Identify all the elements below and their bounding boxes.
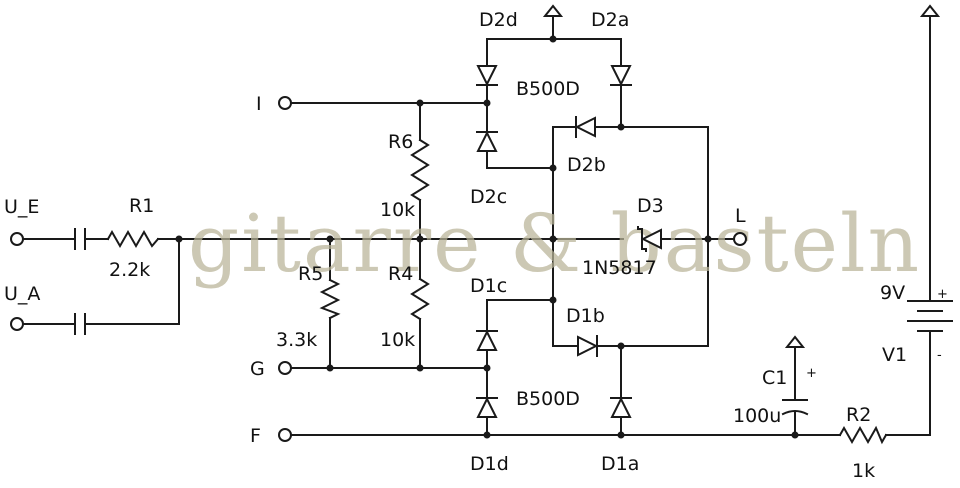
label-d1c: D1c: [470, 275, 507, 297]
input-capacitor-ue: [74, 228, 86, 250]
resistor-r2-symbol: [838, 425, 888, 445]
label-c1-name: C1: [762, 367, 787, 389]
label-v1-minus: -: [937, 348, 942, 363]
watermark-text: gitarre & basteln: [188, 197, 921, 290]
label-g: G: [250, 358, 265, 380]
resistor-r6-symbol: [410, 138, 430, 202]
label-b500d-lower: B500D: [516, 388, 580, 410]
label-f: F: [250, 425, 261, 447]
diode-d1c-symbol: [476, 329, 498, 351]
label-d2a: D2a: [591, 9, 629, 31]
label-u-a: U_A: [4, 283, 40, 305]
label-v1-name: V1: [882, 344, 907, 366]
battery-v1-symbol: [907, 300, 953, 353]
label-d2b: D2b: [567, 154, 606, 176]
label-c1-value: 100u: [733, 405, 781, 427]
diode-d2b-symbol: [574, 116, 596, 138]
label-d3-name: D3: [637, 195, 664, 217]
diode-d3-symbol: [637, 226, 662, 252]
label-r2-name: R2: [846, 404, 871, 426]
capacitor-c1-symbol: [781, 399, 809, 416]
supply-arrow-bridge-icon: [542, 4, 564, 17]
supply-arrow-c1-icon: [784, 335, 806, 348]
junction-dots: [175, 35, 799, 439]
label-v1-value: 9V: [880, 282, 905, 304]
label-v1-plus: +: [937, 287, 948, 302]
label-l: L: [735, 205, 746, 227]
label-d1a: D1a: [601, 453, 639, 475]
label-d2d: D2d: [479, 9, 518, 31]
terminal-i: [278, 96, 292, 110]
label-c1-polarity: +: [806, 366, 817, 381]
terminal-g: [278, 361, 292, 375]
label-r2-value: 1k: [852, 460, 875, 482]
label-r4-name: R4: [388, 263, 413, 285]
label-i: I: [256, 93, 262, 115]
diode-d1d-symbol: [476, 396, 498, 418]
terminal-u-a: [10, 317, 24, 331]
diode-d1b-symbol: [577, 335, 599, 357]
label-b500d-upper: B500D: [516, 78, 580, 100]
label-d2c: D2c: [470, 186, 507, 208]
resistor-r1-symbol: [106, 229, 160, 249]
diode-d2c-symbol: [476, 130, 498, 152]
label-r4-value: 10k: [380, 329, 415, 351]
label-d1b: D1b: [566, 305, 605, 327]
diode-d1a-symbol: [610, 396, 632, 418]
label-u-e: U_E: [4, 196, 39, 218]
label-r1-value: 2.2k: [109, 259, 150, 281]
supply-arrow-battery-icon: [919, 4, 941, 17]
terminal-l: [733, 232, 747, 246]
terminal-u-e: [10, 232, 24, 246]
terminal-f: [278, 428, 292, 442]
label-d1d: D1d: [470, 453, 509, 475]
label-r5-value: 3.3k: [276, 329, 317, 351]
input-capacitor-ua: [74, 313, 86, 335]
label-r6-name: R6: [388, 131, 413, 153]
diode-d2d-symbol: [476, 65, 498, 87]
label-r1-name: R1: [129, 195, 154, 217]
label-d3-value: 1N5817: [582, 257, 657, 279]
label-r5-name: R5: [298, 263, 323, 285]
diode-d2a-symbol: [610, 65, 632, 87]
label-r6-value: 10k: [380, 199, 415, 221]
resistor-r5-symbol: [319, 278, 341, 320]
resistor-r4-symbol: [410, 277, 430, 321]
